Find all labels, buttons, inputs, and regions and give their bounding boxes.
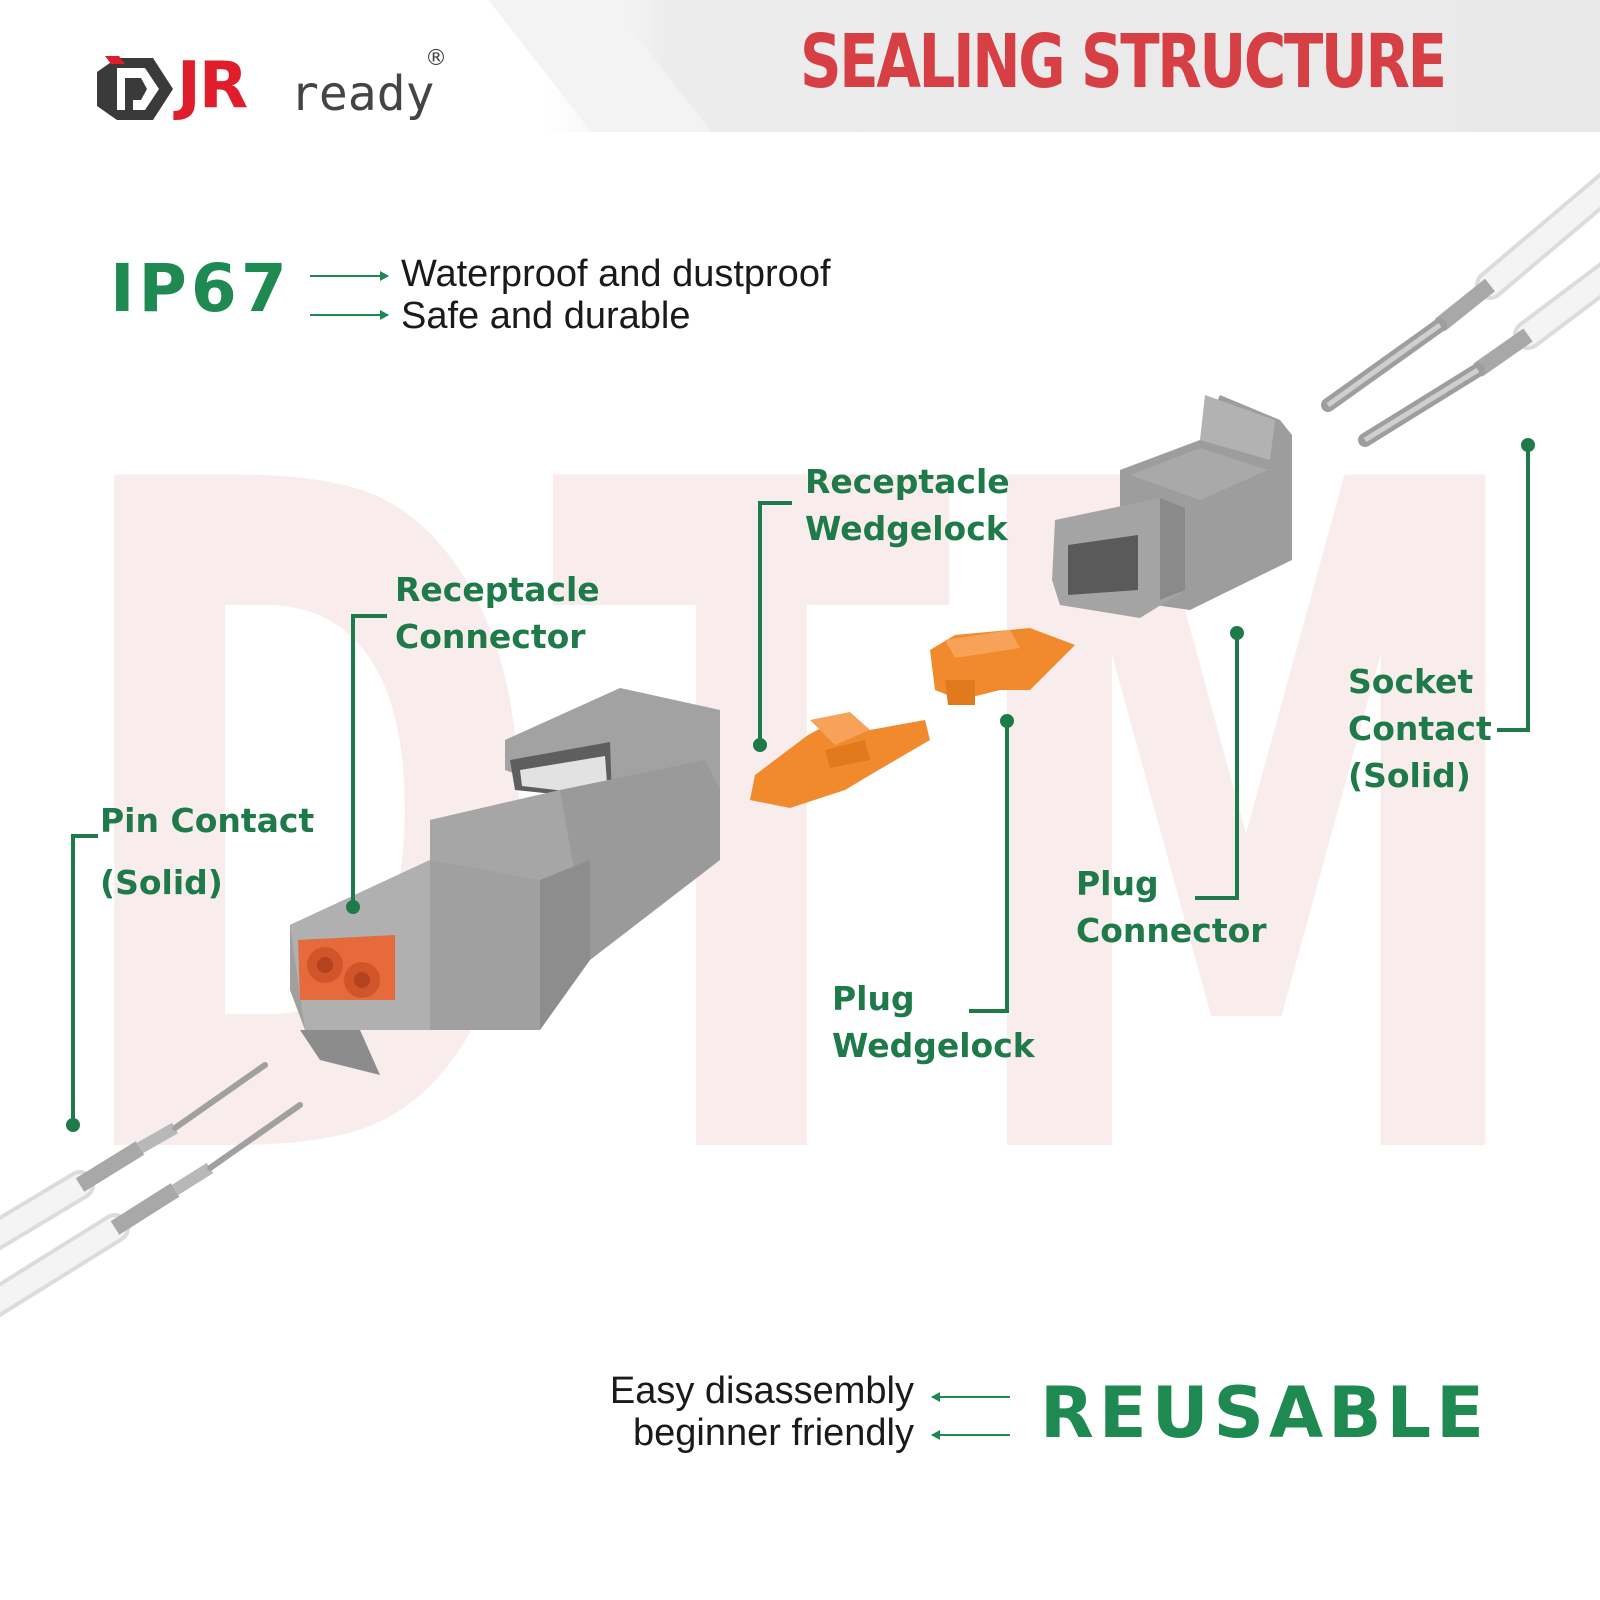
label-line: (Solid) — [100, 863, 223, 902]
label-socket-contact: Socket Contact (Solid) — [1348, 658, 1492, 799]
reusable-title: REUSABLE — [1040, 1372, 1489, 1454]
feature-beginner-friendly: beginner friendly — [633, 1412, 914, 1454]
leader-lines — [71, 445, 1530, 1125]
plug-wedgelock-part — [930, 628, 1075, 705]
label-receptacle-wedgelock: Receptacle Wedgelock — [805, 458, 1010, 552]
label-plug-connector: Plug Connector — [1076, 860, 1267, 954]
arrow-left-icon — [931, 1430, 1010, 1440]
logo-mark-icon — [97, 56, 173, 120]
arrow-right-icon — [310, 271, 389, 281]
feature-durable: Safe and durable — [401, 295, 691, 337]
socket-contact-wires — [1321, 172, 1600, 447]
arrow-right-icon — [310, 310, 389, 320]
feature-easy-disassembly: Easy disassembly — [609, 1370, 914, 1412]
label-line: Wedgelock — [805, 509, 1008, 548]
label-receptacle-connector: Receptacle Connector — [395, 566, 600, 660]
label-line: Plug — [1076, 864, 1159, 903]
receptacle-wedgelock-part — [750, 712, 930, 808]
ip67-title: IP67 — [110, 250, 291, 327]
label-line: Connector — [395, 617, 586, 656]
label-line: Socket — [1348, 662, 1474, 701]
label-line: Pin Contact — [100, 801, 315, 840]
label-line: Receptacle — [395, 570, 600, 609]
header-band — [0, 0, 1600, 132]
arrow-left-icon — [931, 1392, 1010, 1402]
leader-dots — [66, 438, 1535, 1132]
plug-connector-body — [1052, 395, 1292, 618]
label-line: Contact — [1348, 709, 1492, 748]
pin-contact-wires — [0, 1062, 303, 1318]
label-line: Plug — [832, 979, 915, 1018]
label-line: Receptacle — [805, 462, 1010, 501]
registered-mark: ® — [425, 46, 447, 71]
label-line: Connector — [1076, 911, 1267, 950]
label-pin-contact: Pin Contact (Solid) — [100, 790, 314, 914]
logo-jr-text: JR — [177, 49, 248, 123]
brand-logo: JR ready ® — [95, 46, 475, 140]
receptacle-connector-body — [290, 688, 720, 1075]
logo-ready-text: ready — [290, 66, 435, 122]
label-line: Wedgelock — [832, 1026, 1035, 1065]
label-plug-wedgelock: Plug Wedgelock — [832, 975, 1035, 1069]
feature-waterproof: Waterproof and dustproof — [401, 253, 831, 295]
label-line: (Solid) — [1348, 756, 1471, 795]
